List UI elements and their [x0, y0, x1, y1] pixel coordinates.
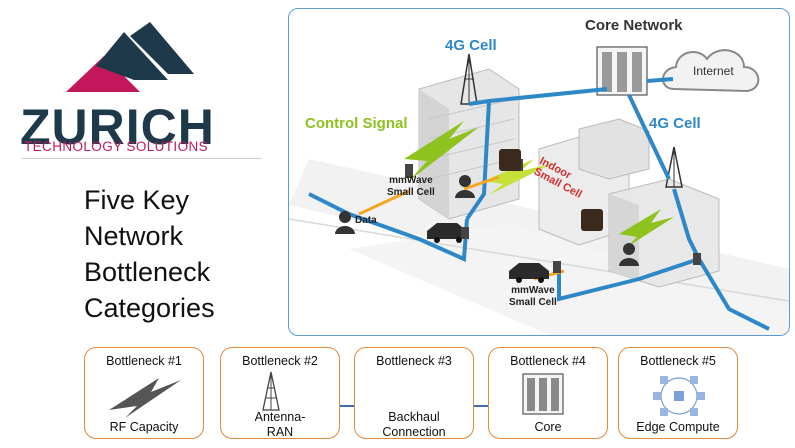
title-line: Bottleneck: [84, 257, 211, 287]
label-control-signal: Control Signal: [305, 115, 408, 132]
bottleneck-title: Bottleneck #4: [510, 354, 586, 368]
city-network-illustration: [289, 46, 789, 335]
label-core-network: Core Network: [585, 17, 683, 34]
bottleneck-label-line: Antenna-: [254, 410, 306, 424]
bottleneck-label-line: RAN: [266, 425, 294, 439]
title-line: Categories: [84, 293, 215, 323]
bottleneck-label: RF Capacity: [109, 420, 179, 434]
mmwave-top-line: Small Cell: [387, 187, 435, 198]
bottleneck-label: Edge Compute: [636, 420, 720, 434]
label-internet: Internet: [693, 64, 734, 78]
company-logo: ZURICH TECHNOLOGY SOLUTIONS: [18, 22, 266, 162]
bottleneck-title: Bottleneck #5: [640, 354, 716, 368]
logo-tagline: TECHNOLOGY SOLUTIONS: [24, 139, 209, 154]
bottleneck-card-2: Bottleneck #2 Antenna- RAN: [220, 347, 340, 439]
bottleneck-card-1: Bottleneck #1 RF Capacity: [84, 347, 204, 439]
car-icon: [427, 223, 467, 243]
network-diagram: 4G Cell Core Network Internet 4G Cell Co…: [288, 8, 790, 336]
bottleneck-card-4: Bottleneck #4 Core: [488, 347, 608, 439]
slide-title: Five Key Network Bottleneck Categories: [84, 182, 274, 326]
mmwave-bottom-line: mmWave: [511, 285, 555, 296]
user-person-icon: [619, 243, 639, 266]
building-middle: [538, 118, 650, 246]
server-rack-icon: [522, 373, 564, 415]
logo-mountain-icon: [66, 22, 194, 92]
label-4g-cell-right: 4G Cell: [649, 115, 701, 132]
bottleneck-label: Antenna- RAN: [221, 410, 339, 440]
car-icon: [509, 263, 549, 283]
logo-wordmark: ZURICH: [20, 99, 215, 155]
bottleneck-label-line: Connection: [382, 425, 446, 439]
core-server-icon: [596, 46, 648, 96]
user-person-icon: [335, 211, 355, 234]
edge-network-icon: [653, 376, 705, 416]
logo-divider: [22, 158, 262, 159]
label-mmwave-bottom: mmWave Small Cell: [509, 285, 557, 309]
bottleneck-label: Backhaul Connection: [355, 410, 473, 440]
mmwave-bottom-line: Small Cell: [509, 297, 557, 308]
bottleneck-label: Core: [534, 420, 562, 434]
cell-tower-right-icon: [665, 146, 683, 188]
internet-cloud-icon: [662, 49, 760, 93]
label-data: Data: [355, 215, 377, 226]
label-mmwave-top: mmWave Small Cell: [387, 175, 435, 199]
mmwave-top-line: mmWave: [389, 175, 433, 186]
bottleneck-title: Bottleneck #3: [376, 354, 452, 368]
bottleneck-title: Bottleneck #1: [106, 354, 182, 368]
lightning-icon: [109, 378, 181, 418]
bottleneck-title: Bottleneck #2: [242, 354, 318, 368]
bottleneck-card-3: Bottleneck #3 Backhaul Connection: [354, 347, 474, 439]
bottleneck-label-line: Backhaul: [388, 410, 440, 424]
antenna-tower-icon: [262, 371, 280, 411]
user-person-icon: [455, 175, 475, 198]
bottleneck-card-5: Bottleneck #5 Edge Compute: [618, 347, 738, 439]
label-4g-cell-left: 4G Cell: [445, 37, 497, 54]
title-line: Network: [84, 221, 184, 251]
shop-sign-icon: [499, 149, 603, 231]
title-line: Five Key: [84, 185, 190, 215]
